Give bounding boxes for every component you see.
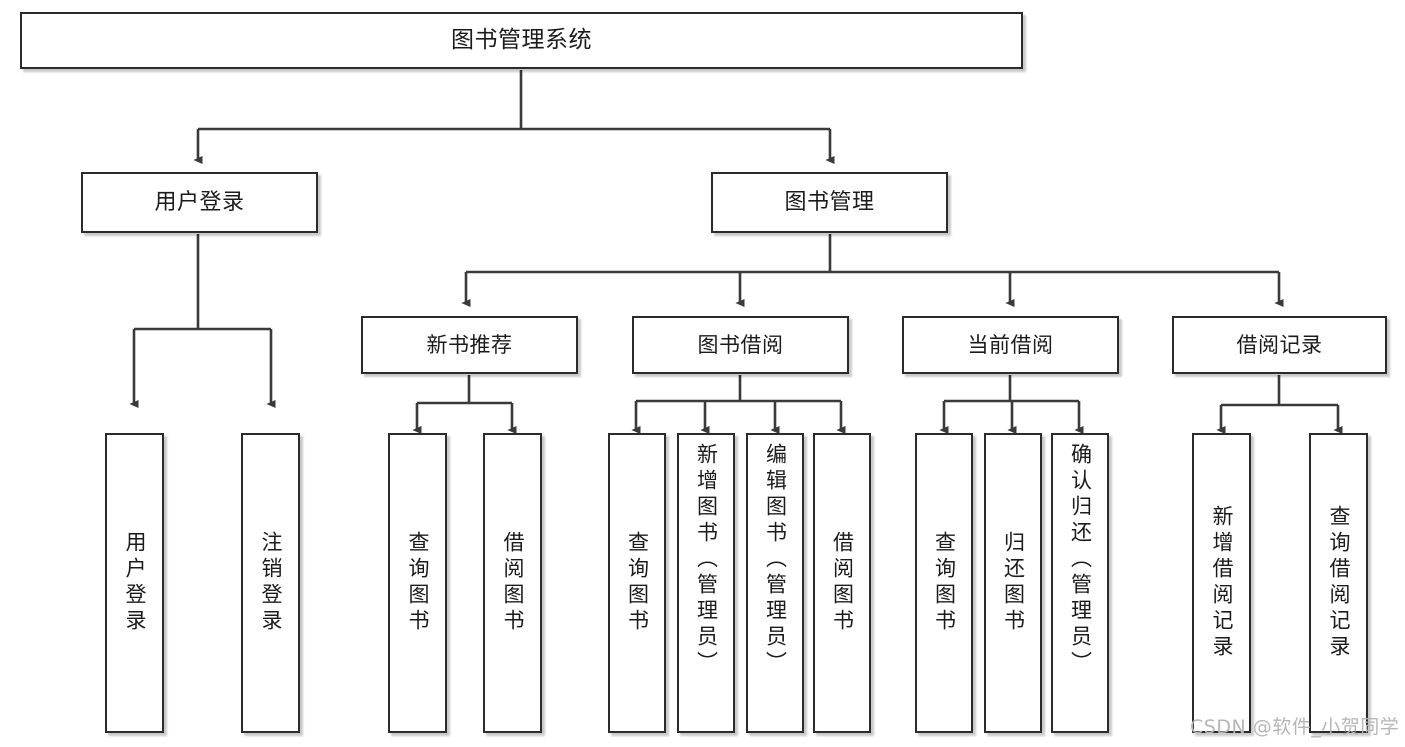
node-label: 图书管理系统 xyxy=(451,27,592,54)
node-label: 图书管理 xyxy=(784,189,875,215)
node-label: 归还图书 xyxy=(1001,531,1026,635)
node-label: 新书推荐 xyxy=(426,332,513,357)
node-label: 用户登录 xyxy=(154,189,245,215)
node-label: 借阅记录 xyxy=(1236,332,1323,357)
leaf-query-borrow-record[interactable]: 查询借阅记录 xyxy=(1309,433,1368,733)
node-label: 图书借阅 xyxy=(697,332,784,357)
node-label: 新增图书（管理员） xyxy=(694,443,719,677)
leaf-borrow-book-newbook[interactable]: 借阅图书 xyxy=(483,433,542,733)
node-label: 查询图书 xyxy=(406,531,430,635)
node-label: 查询图书 xyxy=(932,531,957,635)
leaf-borrow-book[interactable]: 借阅图书 xyxy=(813,433,871,733)
leaf-confirm-return-admin[interactable]: 确认归还（管理员） xyxy=(1051,433,1109,733)
leaf-query-book-newbook[interactable]: 查询图书 xyxy=(388,433,447,733)
node-root-system[interactable]: 图书管理系统 xyxy=(20,12,1023,69)
node-label: 查询借阅记录 xyxy=(1327,505,1351,661)
leaf-query-book-current[interactable]: 查询图书 xyxy=(915,433,973,733)
leaf-edit-book-admin[interactable]: 编辑图书（管理员） xyxy=(746,433,804,733)
connector-group-user-login xyxy=(129,234,276,409)
node-current-borrow[interactable]: 当前借阅 xyxy=(902,316,1119,374)
connector-group-root xyxy=(193,70,835,165)
connector-group-new-book xyxy=(412,375,517,435)
leaf-return-book[interactable]: 归还图书 xyxy=(984,433,1042,733)
node-label: 借阅图书 xyxy=(501,531,525,635)
leaf-add-borrow-record[interactable]: 新增借阅记录 xyxy=(1192,433,1251,733)
node-borrow-record[interactable]: 借阅记录 xyxy=(1172,316,1387,374)
leaf-user-login[interactable]: 用户登录 xyxy=(105,433,164,733)
connector-group-borrow-record xyxy=(1216,375,1343,435)
node-label: 查询图书 xyxy=(625,531,650,635)
node-user-login[interactable]: 用户登录 xyxy=(81,172,318,233)
node-label: 新增借阅记录 xyxy=(1210,505,1234,661)
leaf-logout[interactable]: 注销登录 xyxy=(241,433,300,733)
node-new-book-recommendation[interactable]: 新书推荐 xyxy=(361,316,578,374)
leaf-query-book-borrow[interactable]: 查询图书 xyxy=(608,433,666,733)
node-label: 借阅图书 xyxy=(830,531,855,635)
node-book-management[interactable]: 图书管理 xyxy=(711,172,948,233)
node-label: 注销登录 xyxy=(259,531,283,635)
connector-group-book-management xyxy=(461,234,1284,308)
leaf-add-book-admin[interactable]: 新增图书（管理员） xyxy=(677,433,735,733)
node-label: 确认归还（管理员） xyxy=(1068,443,1093,677)
connector-group-book-borrow xyxy=(631,375,846,435)
node-label: 用户登录 xyxy=(123,531,147,635)
node-book-borrow[interactable]: 图书借阅 xyxy=(632,316,849,374)
node-label: 当前借阅 xyxy=(967,332,1054,357)
node-label: 编辑图书（管理员） xyxy=(763,443,788,677)
connector-group-current-borrow xyxy=(939,375,1084,435)
